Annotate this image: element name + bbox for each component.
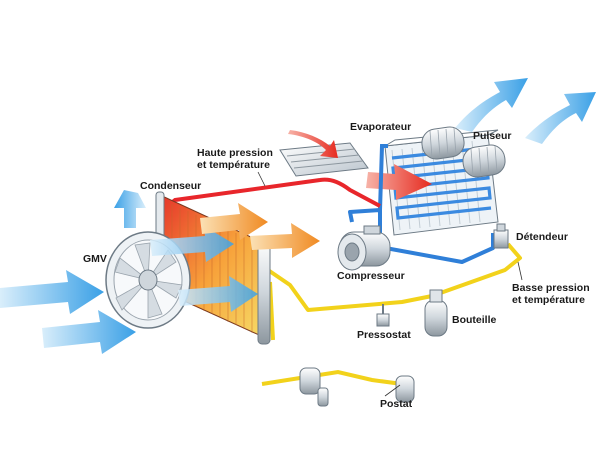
- air-arrow-top-2: [525, 92, 596, 144]
- hot-air-arrow-evaporator: [366, 164, 432, 200]
- high-pressure-line: [163, 177, 381, 210]
- postat-pointer: [384, 384, 401, 397]
- label-condenseur: Condenseur: [140, 180, 201, 192]
- hot-air-arrow-grille: [288, 130, 338, 158]
- compresseur-unit: [337, 225, 391, 271]
- liquid-line: [266, 242, 522, 312]
- postat-circuit: [261, 367, 415, 407]
- air-arrow-top-1: [455, 78, 528, 132]
- incoming-air-arrows: [0, 190, 320, 354]
- air-arrow-up: [114, 190, 146, 228]
- label-haute-pression-1: Haute pression: [197, 147, 273, 159]
- haute-pression-pointer: [257, 171, 266, 187]
- air-arrow-through-2: [178, 276, 258, 312]
- evaporateur-unit: [384, 129, 499, 236]
- detendeur-valve: [493, 223, 509, 249]
- basse-pression-pointer: [517, 261, 523, 281]
- label-postat: Postat: [380, 398, 413, 410]
- pressostat-sensor: [376, 304, 390, 327]
- air-arrow-left-2: [42, 310, 136, 354]
- bouteille-tank: [424, 289, 448, 337]
- pulseur-fan: [421, 126, 506, 178]
- label-pulseur: Pulseur: [473, 130, 512, 142]
- label-bouteille: Bouteille: [452, 314, 496, 326]
- label-basse-pression-1: Basse pression: [512, 282, 590, 294]
- label-compresseur: Compresseur: [337, 270, 405, 282]
- label-detendeur: Détendeur: [516, 231, 568, 243]
- label-pressostat: Pressostat: [357, 329, 411, 341]
- label-basse-pression-2: et température: [512, 294, 585, 306]
- label-gmv: GMV: [83, 253, 107, 265]
- air-arrow-through-1: [150, 226, 234, 262]
- hot-air-arrow-2: [250, 223, 320, 258]
- hot-air-arrow-1: [200, 203, 268, 240]
- outgoing-air-arrows: [455, 78, 596, 144]
- label-evaporateur: Evaporateur: [350, 121, 411, 133]
- gmv-fan: [105, 231, 191, 329]
- air-arrow-left-1: [0, 270, 104, 314]
- label-haute-pression-2: et température: [197, 159, 270, 171]
